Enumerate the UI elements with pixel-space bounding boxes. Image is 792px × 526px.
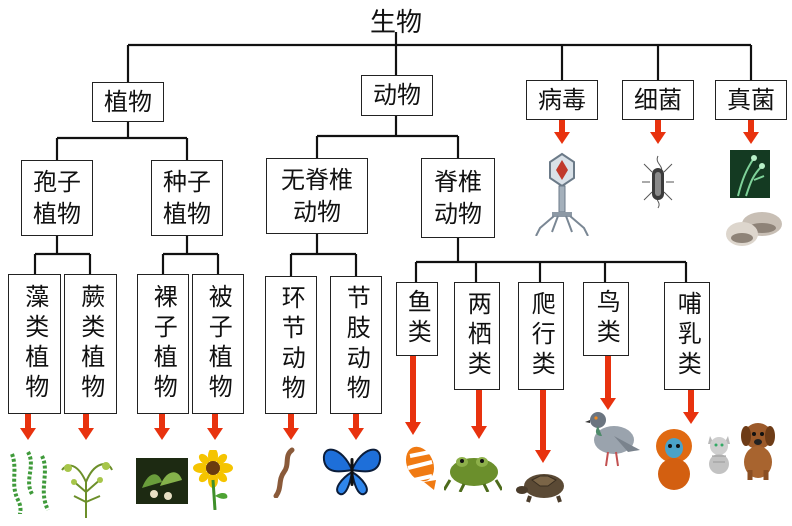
cat-image [708, 436, 730, 474]
fern-image [61, 462, 113, 518]
kingdom-bacteria: 细菌 [622, 80, 694, 120]
clownfish-image [405, 446, 436, 490]
group-spore-plants: 孢子 植物 [21, 160, 93, 236]
subgroup-arthropod: 节肢动物 [330, 276, 382, 414]
monkey-image [656, 429, 692, 490]
mold-image [730, 150, 770, 198]
subgroup-amphibian: 两栖类 [454, 282, 500, 390]
group-vertebrates: 脊椎 动物 [421, 158, 495, 238]
sunflower-image [193, 450, 233, 510]
root-title: 生物 [369, 8, 422, 38]
subgroup-annelid: 环节动物 [265, 276, 317, 414]
subgroup-gymnosperm: 裸子植物 [137, 274, 189, 414]
subgroup-fish: 鱼类 [396, 282, 438, 356]
subgroup-bird: 鸟类 [583, 282, 629, 356]
kingdom-fungi: 真菌 [715, 80, 787, 120]
mushroom-image [726, 212, 782, 246]
turtle-image [516, 474, 564, 503]
group-seed-plants: 种子 植物 [151, 160, 223, 236]
kingdom-plants: 植物 [92, 82, 164, 122]
subgroup-angiosperm: 被子植物 [192, 274, 244, 414]
group-invertebrates: 无脊椎 动物 [266, 158, 368, 234]
subgroup-algae: 藻类植物 [8, 274, 61, 414]
butterfly-image [322, 448, 382, 496]
bacterium-image [642, 155, 674, 209]
subgroup-fern: 蕨类植物 [64, 274, 117, 414]
subgroup-reptile: 爬行类 [518, 282, 564, 390]
kingdom-virus: 病毒 [526, 80, 598, 120]
frog-image [444, 457, 502, 492]
dog-image [741, 423, 775, 480]
bacteriophage-image [535, 152, 589, 236]
kingdom-animals: 动物 [361, 75, 433, 116]
algae-image [10, 451, 50, 515]
pigeon-image [585, 412, 640, 467]
earthworm-image [273, 447, 295, 498]
ginkgo-image [136, 458, 188, 504]
subgroup-mammal: 哺乳类 [664, 282, 710, 390]
